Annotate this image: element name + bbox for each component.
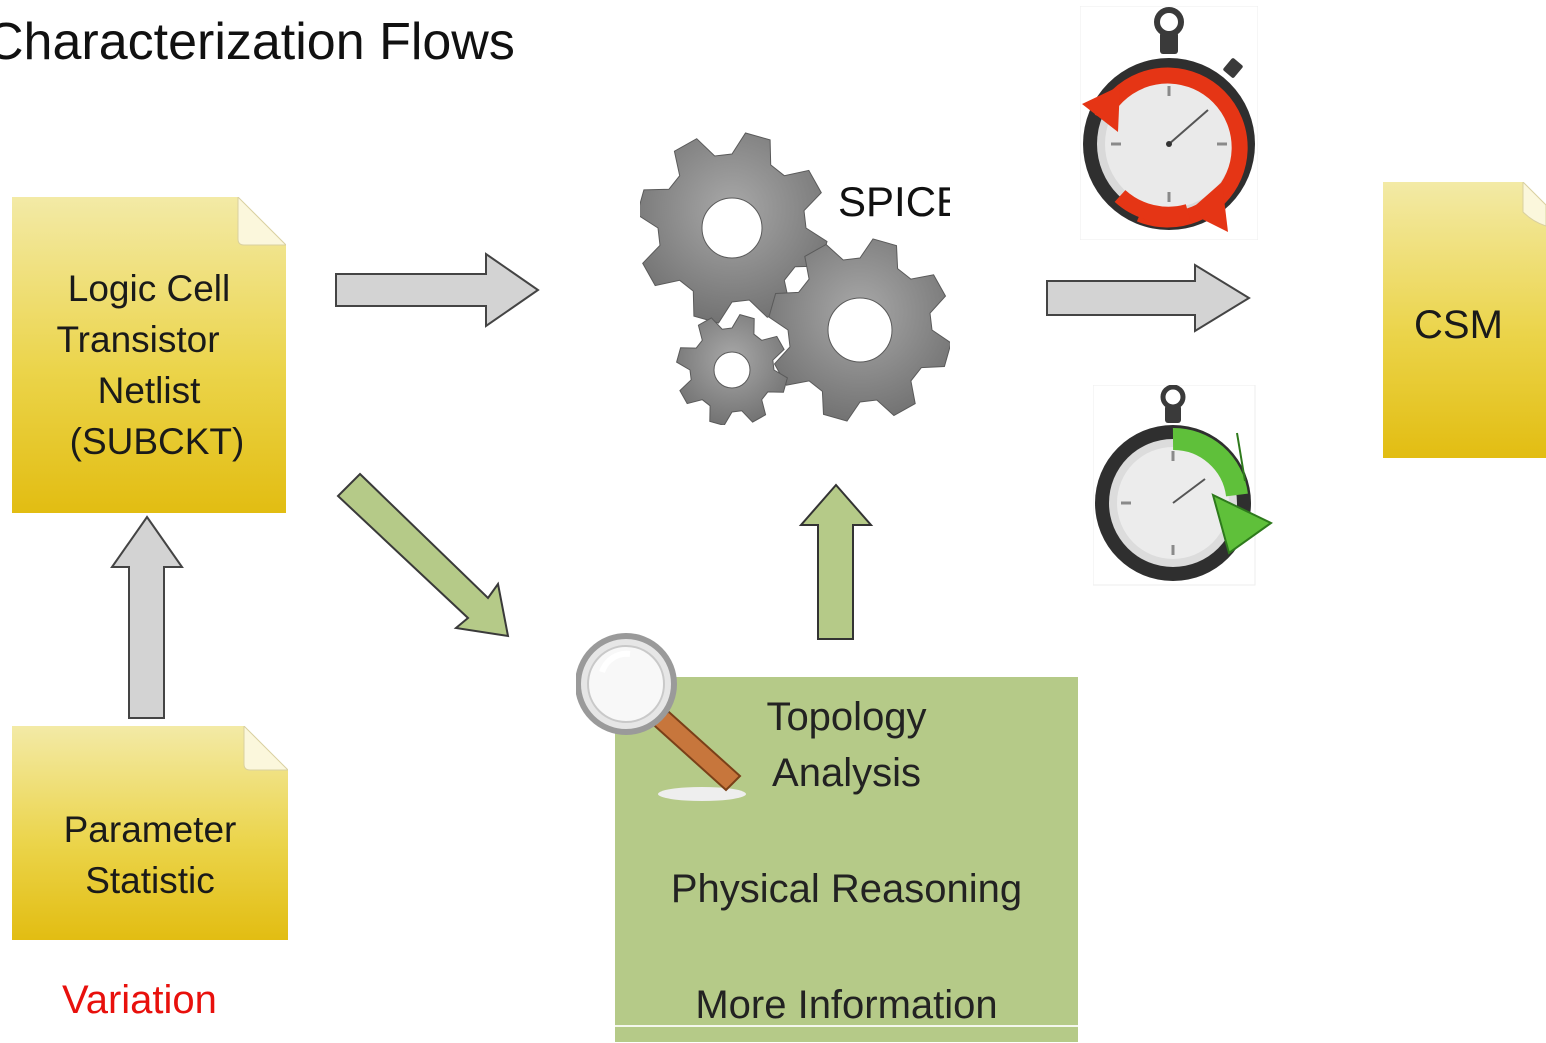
netlist-line-2: Transistor: [56, 319, 220, 360]
arrow-parameter-to-netlist: [110, 515, 184, 719]
netlist-line-4: (SUBCKT): [69, 421, 245, 462]
topology-analysis-box: Topology Analysis Physical Reasoning Mor…: [615, 677, 1078, 1042]
page-title: Characterization Flows: [0, 13, 515, 71]
topology-heading-line-1: Topology: [766, 695, 927, 739]
stopwatch-icon: [1093, 385, 1273, 586]
spice-label: SPICE: [838, 178, 950, 225]
gears-icon: SPICE: [640, 132, 950, 425]
netlist-line-3: Netlist: [97, 370, 201, 411]
more-information-text: More Information: [695, 983, 998, 1027]
divider: [615, 1025, 1078, 1027]
parameter-line-2: Statistic: [85, 860, 215, 901]
stopwatch-icon: [1080, 6, 1258, 240]
gear-small: [676, 314, 788, 425]
csm-label: CSM: [1414, 303, 1503, 347]
parameter-document: Parameter Statistic: [12, 726, 288, 940]
arrow-spice-to-csm: [1046, 263, 1251, 333]
arrow-netlist-to-spice: [335, 252, 540, 328]
physical-reasoning-text: Physical Reasoning: [670, 867, 1023, 911]
magnifier-icon: [576, 633, 746, 801]
arrow-topology-to-spice: [798, 483, 874, 640]
variation-label: Variation: [62, 978, 217, 1022]
arrow-netlist-to-topology: [336, 472, 510, 638]
topology-heading-line-2: Analysis: [772, 751, 921, 795]
document-icon: [12, 726, 288, 940]
parameter-line-1: Parameter: [63, 809, 237, 850]
gear-large-bottom: [768, 238, 950, 422]
netlist-document: Logic Cell Transistor Netlist (SUBCKT): [12, 197, 286, 513]
document-icon: [12, 197, 286, 513]
netlist-line-1: Logic Cell: [67, 268, 231, 309]
csm-document: CSM: [1383, 182, 1546, 458]
